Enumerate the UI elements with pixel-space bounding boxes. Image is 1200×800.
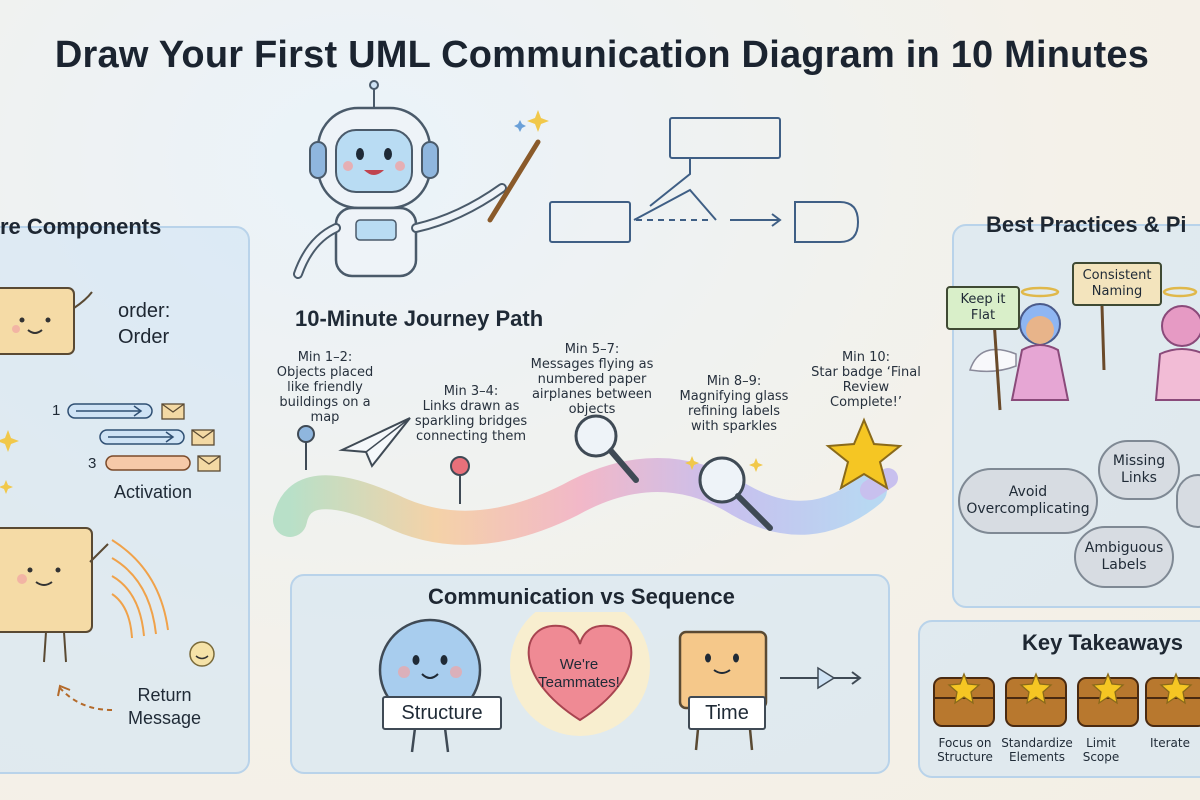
building-pin-icon <box>297 425 315 470</box>
magic-wand-icon <box>487 110 549 223</box>
object-box-icon <box>0 287 93 355</box>
takeaway-1: Focus on Structure <box>937 736 993 764</box>
message-number-1: 1 <box>52 402 61 419</box>
journey-step-3-text: Messages flying as numbered paper airpla… <box>530 357 654 417</box>
core-components-title: re Components <box>0 214 162 239</box>
object-label-line1: order: <box>118 300 171 322</box>
return-message-label: Return Message <box>128 684 201 730</box>
message-arrows-icon <box>67 403 221 472</box>
takeaway-4: Iterate <box>1149 736 1190 750</box>
journey-step-5-text: Star badge ‘Final Review Complete!’ <box>811 365 921 410</box>
star-badge-icon <box>825 417 903 491</box>
magnifier-sparkle-icon <box>685 456 773 531</box>
journey-step-1: Min 1–2: Objects placed like friendly bu… <box>265 350 385 425</box>
return-label-line2: Message <box>128 708 202 728</box>
diagram-sketch <box>549 117 860 243</box>
sign-keep-it-flat: Keep it Flat <box>946 286 1020 330</box>
object-label: order: Order <box>118 298 170 350</box>
journey-step-2-text: Links drawn as sparkling bridges connect… <box>414 399 528 444</box>
chest-icon <box>1005 672 1067 727</box>
angel-blue-icon <box>969 286 1106 411</box>
comparison-title: Communication vs Sequence <box>428 584 735 609</box>
takeaway-3: Limit Scope <box>1082 736 1120 764</box>
return-label-line1: Return <box>137 685 192 705</box>
angels-illustration <box>969 286 1200 411</box>
chest-icon <box>1077 672 1139 727</box>
journey-title: 10-Minute Journey Path <box>295 306 544 331</box>
journey-step-2-label: Min 3–4: <box>443 384 499 399</box>
sparkle-icons <box>0 430 19 494</box>
journey-icons <box>297 414 903 531</box>
treasure-chests <box>933 672 1200 727</box>
takeaway-2: Standardize Elements <box>1001 736 1073 764</box>
core-components-illustration <box>0 287 221 711</box>
journey-step-4-text: Magnifying glass refining labels with sp… <box>679 389 789 434</box>
best-practices-title: Best Practices & Pi <box>986 212 1187 237</box>
cloud-avoid-overcomplicating: Avoid Overcomplicating <box>958 468 1098 534</box>
cloud-missing-links: Missing Links <box>1098 440 1180 500</box>
teammates-label: We're Teammates! <box>538 656 620 691</box>
heart-icon <box>510 612 650 736</box>
return-message-icon <box>57 641 215 711</box>
structure-sign: Structure <box>382 696 502 730</box>
chest-icon <box>1145 672 1200 727</box>
takeaways-title: Key Takeaways <box>1022 630 1184 655</box>
journey-step-2: Min 3–4: Links drawn as sparkling bridge… <box>408 384 534 444</box>
activation-label: Activation <box>114 482 193 502</box>
journey-step-3: Min 5–7: Messages flying as numbered pap… <box>517 342 667 417</box>
journey-step-4: Min 8–9: Magnifying glass refining label… <box>676 374 792 434</box>
journey-step-4-label: Min 8–9: <box>706 374 762 389</box>
time-sign: Time <box>688 696 766 730</box>
sign-consistent-naming: Consistent Naming <box>1072 262 1162 306</box>
journey-step-1-label: Min 1–2: <box>297 350 353 365</box>
object-label-line2: Order <box>118 326 170 348</box>
journey-step-5: Min 10: Star badge ‘Final Review Complet… <box>806 350 926 410</box>
bridge-pin-icon <box>450 456 470 504</box>
robot-icon <box>293 80 507 279</box>
journey-step-5-label: Min 10: <box>841 350 891 365</box>
sphere-character-icon <box>378 618 482 753</box>
page-title: Draw Your First UML Communication Diagra… <box>54 34 1150 76</box>
message-number-3: 3 <box>88 455 97 472</box>
comparison-illustration <box>378 612 862 753</box>
chest-icon <box>933 672 995 727</box>
journey-step-1-text: Objects placed like friendly buildings o… <box>276 365 374 425</box>
magnifier-icon <box>574 414 639 483</box>
angel-pink-icon <box>1154 286 1200 401</box>
journey-step-3-label: Min 5–7: <box>564 342 620 357</box>
robot-illustration <box>293 80 549 279</box>
cloud-ambiguous-labels: Ambiguous Labels <box>1074 526 1174 588</box>
activation-box-icon <box>0 527 169 663</box>
paper-airplane-icon <box>338 417 411 468</box>
box-character-icon <box>678 630 862 751</box>
